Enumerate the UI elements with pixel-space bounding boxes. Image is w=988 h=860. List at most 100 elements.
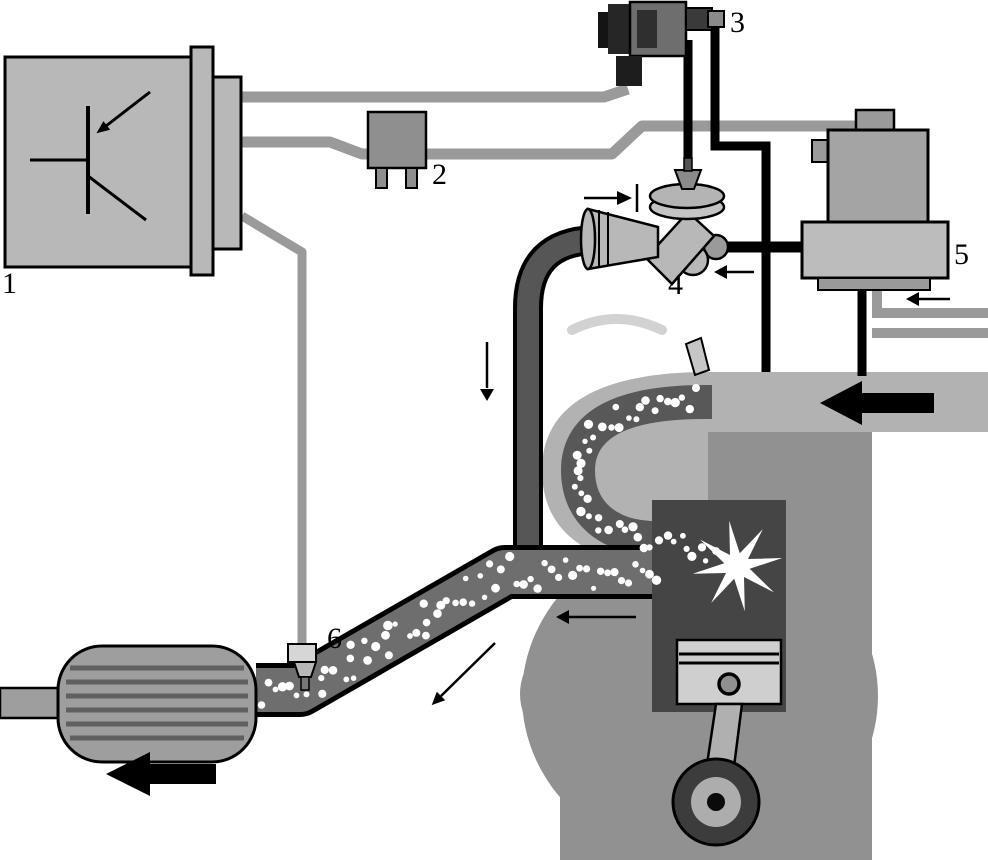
- air-bubble-dot: [651, 407, 659, 415]
- air-bubble-dot: [610, 568, 619, 577]
- air-bubble-dot: [614, 423, 624, 433]
- air-bubble-dot: [303, 691, 310, 698]
- air-bubble-dot: [687, 551, 697, 562]
- air-bubble-dot: [670, 397, 680, 408]
- air-bubble-dot: [583, 494, 592, 503]
- air-bubble-dot: [702, 558, 709, 564]
- air-bubble-dot: [363, 656, 372, 665]
- air-bubble-dot: [639, 543, 649, 553]
- air-bubble-dot: [496, 565, 505, 574]
- air-bubble-dot: [578, 490, 585, 497]
- air-bubble-dot: [436, 600, 446, 610]
- wire-ecu-to-pump: [240, 120, 856, 160]
- air-bubble-dot: [641, 396, 650, 405]
- piston-assembly: [671, 638, 783, 847]
- air-bubbles: [257, 384, 720, 709]
- air-bubble-dot: [670, 538, 677, 545]
- air-bubble-dot: [573, 466, 583, 476]
- transistor-icon: [30, 90, 151, 222]
- air-bubble-dot: [361, 637, 368, 644]
- air-bubble-dot: [697, 543, 707, 552]
- air-bubble-dot: [505, 551, 515, 562]
- hose-solenoid-to-duct: [710, 18, 771, 372]
- muffler: [0, 644, 258, 764]
- air-bubble-dot: [328, 666, 338, 675]
- air-bubble-dot: [384, 651, 393, 660]
- air-bubble-dot: [491, 583, 500, 593]
- air-bubble-dot: [481, 594, 488, 600]
- air-bubble-dot: [635, 403, 644, 412]
- air-injection-valve: [579, 157, 730, 286]
- air-bubble-dot: [346, 654, 355, 663]
- air-bubble-dot: [452, 599, 459, 607]
- air-bubble-dot: [654, 536, 664, 545]
- label-oxygen-sensor: 6: [327, 622, 342, 655]
- air-bubble-dot: [633, 532, 643, 542]
- air-bubble-dot: [639, 567, 646, 574]
- air-bubble-dot: [513, 580, 520, 588]
- air-bubble-dot: [547, 565, 556, 574]
- air-bubble-dot: [663, 531, 673, 540]
- air-pump: [800, 108, 950, 291]
- oxygen-sensor: [287, 643, 318, 691]
- air-bubble-dot: [617, 577, 626, 585]
- relay: [366, 110, 428, 189]
- air-bubble-dot: [468, 600, 476, 607]
- wire-ecu-to-solenoid: [240, 83, 630, 103]
- air-bubble-dot: [383, 620, 393, 631]
- air-bubble-dot: [576, 506, 586, 517]
- air-bubble-dot: [371, 641, 381, 652]
- air-bubble-dot: [583, 565, 591, 573]
- label-control-unit: 1: [2, 267, 17, 300]
- air-bubble-dot: [595, 527, 602, 534]
- air-bubble-dot: [293, 692, 300, 699]
- air-bubble-dot: [576, 564, 583, 572]
- air-bubble-dot: [277, 682, 288, 692]
- air-bubble-dot: [381, 630, 390, 640]
- air-bubble-dot: [645, 569, 654, 579]
- air-bubble-dot: [628, 522, 638, 532]
- air-bubble-dot: [477, 573, 484, 579]
- air-bubble-dot: [646, 544, 653, 551]
- air-bubble-dot: [576, 458, 586, 468]
- air-bubble-dot: [320, 665, 329, 675]
- air-bubble-dot: [621, 526, 629, 533]
- air-bubble-dot: [407, 633, 413, 639]
- secondary-air-pipe: [513, 225, 596, 550]
- air-bubble-dot: [272, 686, 279, 693]
- air-bubble-dot: [392, 621, 398, 627]
- air-bubble-dot: [486, 560, 494, 568]
- air-bubble-dot: [577, 475, 584, 482]
- air-bubble-dot: [680, 532, 686, 539]
- air-bubble-dot: [419, 599, 428, 608]
- air-bubble-dot: [591, 585, 597, 591]
- air-bubble-dot: [541, 559, 548, 567]
- air-bubble-dot: [583, 419, 594, 429]
- air-bubble-dot: [597, 422, 607, 432]
- air-bubble-dot: [604, 525, 613, 535]
- pump-outlet-pipe: [872, 286, 988, 338]
- air-bubble-dot: [572, 450, 582, 460]
- spark-icon: [692, 520, 783, 612]
- air-bubble-dot: [632, 561, 639, 568]
- air-bubble-dot: [586, 447, 593, 454]
- air-bubble-dot: [594, 514, 603, 522]
- wrist-pin: [717, 672, 741, 696]
- solenoid-valve: [598, 0, 725, 86]
- label-air-pump: 5: [954, 238, 969, 271]
- air-bubble-dot: [257, 701, 266, 709]
- air-bubble-dot: [555, 573, 563, 582]
- air-bubble-dot: [624, 579, 633, 587]
- air-bubble-dot: [604, 569, 611, 577]
- air-bubble-dot: [590, 434, 597, 441]
- air-bubble-dot: [615, 520, 624, 528]
- air-bubble-dot: [533, 584, 542, 593]
- air-bubble-dot: [608, 424, 615, 431]
- air-bubble-dot: [651, 575, 662, 585]
- air-bubble-dot: [571, 483, 578, 490]
- label-relay: 2: [432, 158, 447, 191]
- air-bubble-dot: [433, 609, 442, 618]
- air-bubble-dot: [562, 557, 569, 563]
- control-unit: [3, 45, 243, 277]
